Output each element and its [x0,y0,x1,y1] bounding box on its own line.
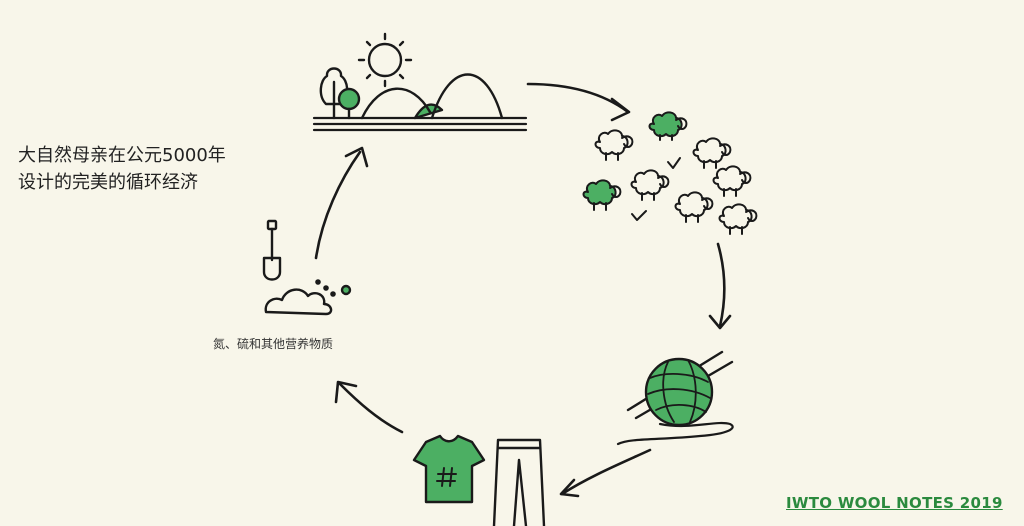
sheep-icon [692,137,732,169]
tshirt-icon [412,434,486,504]
trees-icon [319,67,361,120]
sheep-icon [630,169,670,201]
soil-nutrients-label: 氮、硫和其他营养物质 [213,337,334,351]
shovel-icon [262,219,282,281]
hills-icon [360,73,504,120]
cycle-arrow-icon [314,82,732,498]
trousers-icon [492,438,546,526]
sheep-icon [712,165,752,197]
sheep-icon [594,129,634,161]
sheep-icon [718,203,758,235]
source-credit-link[interactable]: IWTO WOOL NOTES 2019 [786,494,1003,512]
ground-lines [312,116,528,132]
cycle-caption: 大自然母亲在公元5000年 设计的完美的循环经济 [18,142,226,196]
landscape [312,32,528,132]
caption-line-2: 设计的完美的循环经济 [18,172,198,193]
bird-icon [631,157,681,221]
soil-mound-icon [264,279,352,316]
sheep-flock [582,111,758,235]
caption-line-1: 大自然母亲在公元5000年 [18,145,226,166]
yarn-ball-icon [616,350,734,446]
sheep-icon [582,179,622,211]
sheep-icon [648,111,688,141]
sun-icon [357,32,413,88]
sheep-icon [674,191,714,223]
